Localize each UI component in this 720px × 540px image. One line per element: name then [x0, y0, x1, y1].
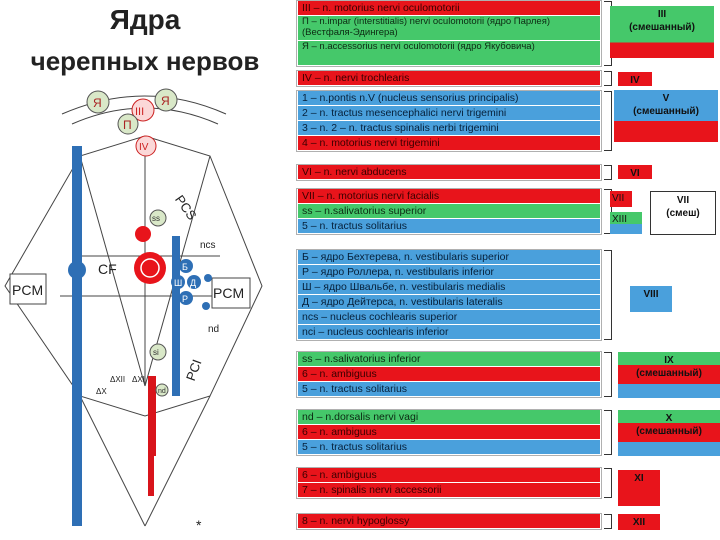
nucleus-row: 6 – n. ambiguus [298, 367, 600, 381]
nerve-type-label: X (смешанный) [618, 410, 720, 456]
nerve-group-frame [296, 188, 602, 235]
nucleus-row: П – n.impar (interstitialis) nervi oculo… [298, 16, 600, 40]
b-nucleus-label: Б [182, 262, 188, 272]
nerve-type-label: VII (смеш) [650, 191, 716, 235]
nucleus-row: Р – ядро Роллера, n. vestibularis inferi… [298, 265, 600, 279]
group-brace [604, 165, 612, 180]
nucleus-row: 7 – n. spinalis nervi accessorii [298, 483, 600, 497]
nerve-type-label: VIII [630, 286, 672, 312]
page-title: Ядра [109, 4, 181, 35]
nerve-type-label: III (смешанный) [610, 6, 714, 58]
group-brace [604, 250, 612, 340]
ncs-label: ncs [200, 240, 216, 251]
nerve-type-label: V (смешанный) [614, 90, 718, 142]
nucleus-row: 4 – n. motorius nervi trigemini [298, 136, 600, 150]
nucleus-row: Я – n.accessorius nervi oculomotorii (яд… [298, 41, 600, 65]
nucleus-row: 2 – n. tractus mesencephalici nervi trig… [298, 106, 600, 120]
nerve-type-label: XII [618, 514, 660, 530]
d-nucleus-label: Д [190, 278, 196, 288]
nerve-type-label: IX (смешанный) [618, 352, 720, 398]
nucleus-row: 5 – n. tractus solitarius [298, 219, 600, 233]
group-brace [604, 514, 612, 529]
nucleus-row: 3 – n. 2 – n. tractus spinalis nerbi tri… [298, 121, 600, 135]
nerve-group-frame [296, 409, 602, 456]
nucleus-row: nci – nucleus cochlearis inferior [298, 325, 600, 339]
nerve-sub-label: XIII [610, 212, 642, 234]
cf-label: CF [98, 261, 117, 277]
nucleus-row: 1 – n.pontis n.V (nucleus sensorius prin… [298, 91, 600, 105]
dxi-label: ΔXI [132, 375, 145, 384]
nucleus-row: nd – n.dorsalis nervi vagi [298, 410, 600, 424]
pcm-left-label: PCM [12, 282, 43, 298]
nerve-group-frame [296, 90, 602, 152]
page-subtitle: черепных нервов [30, 46, 260, 76]
nerve-group-frame [296, 249, 602, 341]
dx-label: ΔX [96, 387, 107, 396]
nucleus-row: Д – ядро Дейтерса, n. vestibularis later… [298, 295, 600, 309]
iv-nucleus-label: IV [139, 142, 149, 153]
si-nucleus-label: si [153, 348, 159, 357]
nucleus-row: 5 – n. tractus solitarius [298, 440, 600, 454]
nucleus-row: ss – n.salivatorius inferior [298, 352, 600, 366]
pcm-right-label: PCM [213, 285, 244, 301]
ya-right-label: Я [161, 94, 170, 108]
nerve-group-frame [296, 467, 602, 499]
nerve-type-label: IV [618, 72, 652, 86]
star-mark: * [196, 517, 202, 533]
nucleus-row: VI – n. nervi abducens [298, 165, 600, 179]
r-nucleus-label: Р [182, 294, 188, 304]
pci-label: PCI [183, 357, 205, 382]
nucleus-row: ncs – nucleus cochlearis superior [298, 310, 600, 324]
dxii-label: ΔXII [110, 375, 125, 384]
pcs-label: PCS [172, 192, 200, 223]
nd-label: nd [208, 324, 219, 335]
group-brace [604, 71, 612, 86]
ss-nucleus-label: ss [152, 214, 160, 223]
nerve-group-frame [296, 351, 602, 398]
nucleus-row: 5 – n. tractus solitarius [298, 382, 600, 396]
nucleus-row: Ш – ядро Швальбе, n. vestibularis medial… [298, 280, 600, 294]
nerve-type-label: VI [618, 165, 652, 179]
brainstem-diagram: PCM PCM Я Я III П IV ss CF Б Ш Д Р PCS n… [4, 88, 263, 533]
nerve-group-frame [296, 164, 602, 181]
group-brace [604, 410, 612, 455]
nerve-group-frame [296, 513, 602, 530]
ya-left-label: Я [93, 96, 102, 110]
nucleus-row: IV – n. nervi trochlearis [298, 71, 600, 85]
sh-nucleus-label: Ш [174, 278, 182, 288]
nerve-group-frame [296, 70, 602, 87]
nucleus-row: ss – n.salivatorius superior [298, 204, 600, 218]
group-brace [604, 352, 612, 397]
group-brace [604, 468, 612, 498]
nd-small-label: nd [158, 388, 166, 395]
nucleus-row: 6 – n. ambiguus [298, 425, 600, 439]
nucleus-row: 6 – n. ambiguus [298, 468, 600, 482]
p-nucleus-label: П [123, 118, 132, 132]
nucleus-row: VII – n. motorius nervi facialis [298, 189, 600, 203]
nucleus-row: III – n. motorius nervi oculomotorii [298, 1, 600, 15]
nerve-group-frame [296, 0, 602, 67]
nucleus-row: Б – ядро Бехтерева, n. vestibularis supe… [298, 250, 600, 264]
nerve-sub-label: VII [610, 191, 632, 207]
group-brace [604, 91, 612, 151]
group-brace [604, 189, 612, 234]
iii-nucleus-label: III [135, 106, 144, 118]
nucleus-row: 8 – n. nervi hypoglossy [298, 514, 600, 528]
nerve-type-label: XI [618, 470, 660, 506]
